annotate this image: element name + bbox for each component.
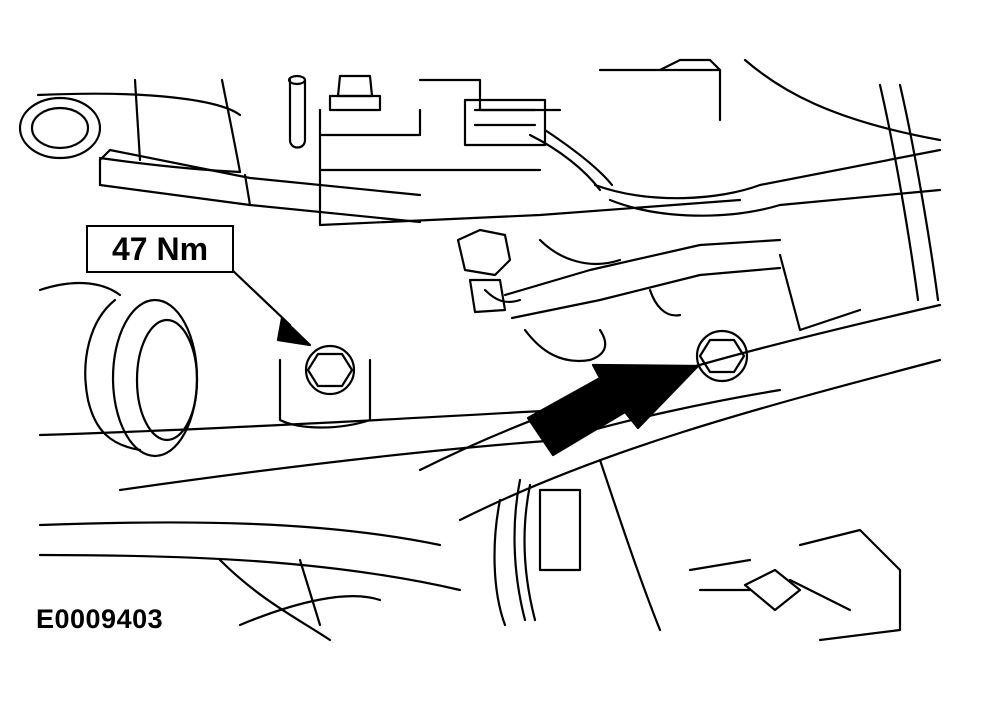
right-bolt-arrow — [526, 363, 700, 457]
left-port — [38, 282, 199, 458]
upper-bolt — [287, 74, 382, 149]
torque-value: 47 Nm — [111, 230, 209, 267]
left-bolt-boss — [278, 344, 372, 429]
torque-callout: 47 Nm — [86, 225, 234, 273]
right-bolt — [695, 329, 749, 383]
upper-left-pipe — [18, 92, 242, 174]
lower-cables — [38, 458, 662, 642]
main-harness — [38, 303, 942, 522]
housing-block — [318, 58, 742, 227]
callout-leader — [228, 266, 312, 347]
upper-connector — [463, 58, 942, 217]
right-frame — [778, 83, 940, 332]
harness-connector — [493, 478, 582, 627]
figure-id: E0009403 — [36, 604, 164, 634]
upper-rail — [98, 78, 422, 224]
lower-right-connector — [688, 528, 902, 642]
sensor-plug — [456, 228, 782, 363]
